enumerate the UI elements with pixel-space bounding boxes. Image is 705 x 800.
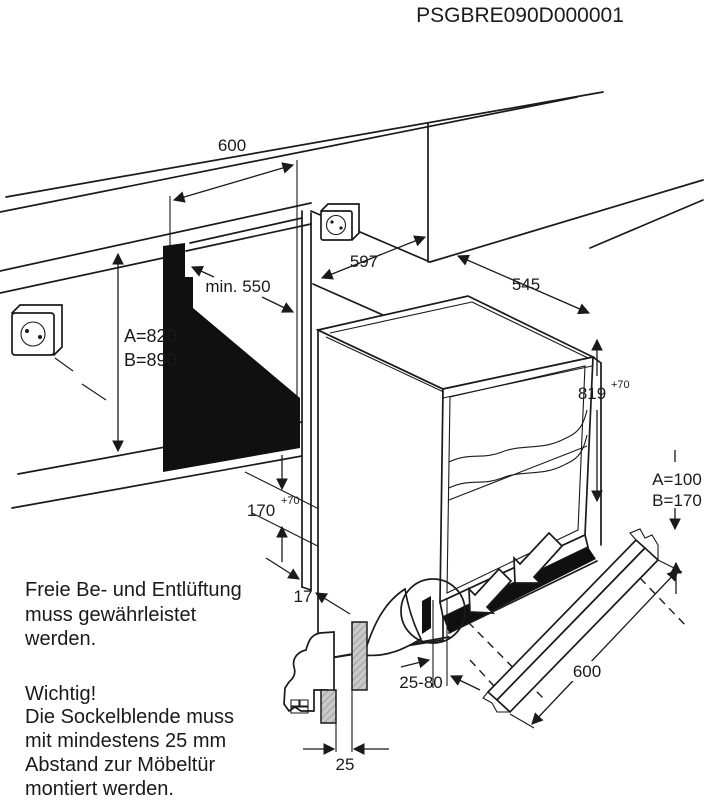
airflow-arrow-icon xyxy=(469,533,562,613)
dim-height-a: A=820 xyxy=(124,326,177,346)
niche-opening xyxy=(163,243,300,472)
notes-block: Freie Be- und Entlüftung muss gewährleis… xyxy=(24,579,242,800)
note-important-line2: mit mindestens 25 mm xyxy=(25,730,226,752)
dim-819-tolerance: +70 xyxy=(611,379,630,391)
dim-170-tolerance: +70 xyxy=(281,495,300,507)
dim-545: 545 xyxy=(512,275,540,294)
furniture-door-section xyxy=(352,622,367,690)
dim-min-depth: min. 550 xyxy=(205,277,270,296)
dim-plinth-length: 600 xyxy=(573,662,601,681)
dim-niche-width: 600 xyxy=(218,136,246,155)
dim-height-b: B=890 xyxy=(124,350,177,370)
plinth-cross-section xyxy=(284,622,367,752)
note-ventilation-line1: Freie Be- und Entlüftung xyxy=(25,579,242,601)
dim-plinth-b: B=170 xyxy=(652,491,702,510)
dim-170: 170 xyxy=(247,501,275,520)
dim-25-80: 25-80 xyxy=(399,673,442,692)
dim-597: 597 xyxy=(350,252,378,271)
detail-callout xyxy=(364,579,465,655)
dimension-labels: PSGBRE090D000001 600 min. 550 597 545 A=… xyxy=(124,4,702,774)
dim-25: 25 xyxy=(336,755,355,774)
dimension-lines xyxy=(112,160,682,755)
niche-side-panel xyxy=(302,211,311,590)
dim-17: 17 xyxy=(294,587,313,606)
power-socket-icon xyxy=(12,305,62,355)
plinth-section xyxy=(321,690,336,723)
fridge xyxy=(318,296,601,660)
note-important-line4: montiert werden. xyxy=(25,778,174,800)
dim-819: 819 xyxy=(578,384,606,403)
note-important-line1: Die Sockelblende muss xyxy=(25,706,234,728)
note-ventilation-line2: muss gewährleistet xyxy=(25,604,197,626)
power-socket-icon-top xyxy=(321,204,359,240)
note-important-heading: Wichtig! xyxy=(25,683,96,705)
note-ventilation-line3: werden. xyxy=(24,628,96,650)
title-code: PSGBRE090D000001 xyxy=(416,4,624,27)
dim-plinth-a: A=100 xyxy=(652,470,702,489)
note-important-line3: Abstand zur Möbeltür xyxy=(25,754,215,776)
